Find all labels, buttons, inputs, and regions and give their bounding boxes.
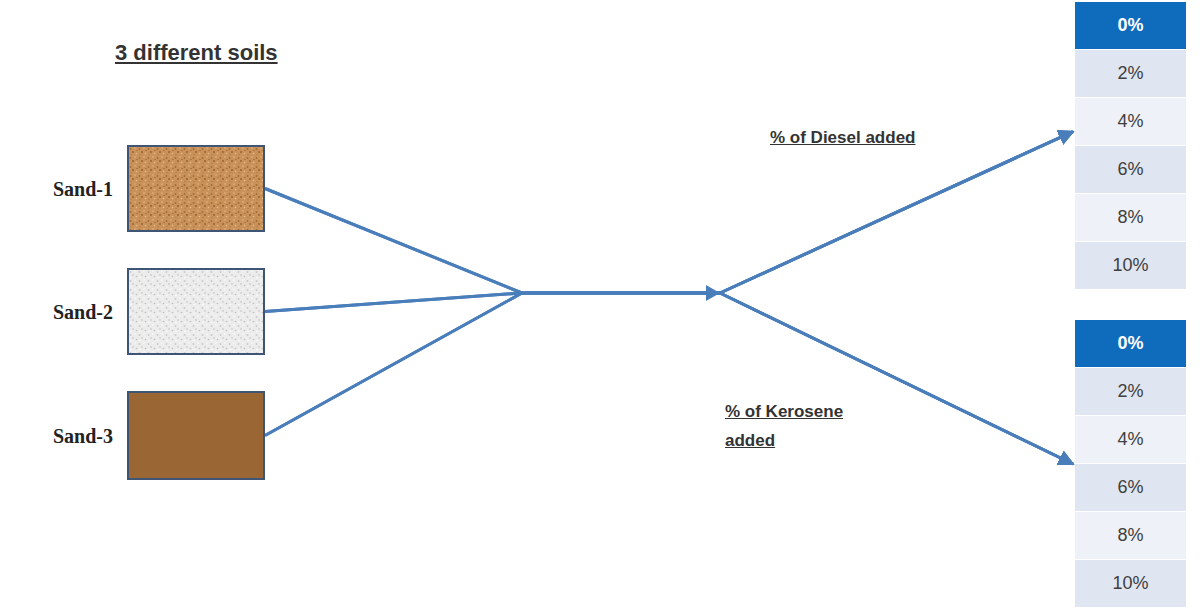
table-cell: 2% xyxy=(1075,50,1186,98)
table-cell: 10% xyxy=(1075,560,1186,608)
flow-arrow xyxy=(265,132,1073,436)
table-header-cell: 0% xyxy=(1075,2,1186,50)
branch-label: % of Diesel added xyxy=(770,124,915,153)
percent-table: 0%2%4%6%8%10% xyxy=(1075,2,1186,290)
branch-label: % of Kerosene added xyxy=(725,398,865,456)
table-cell: 8% xyxy=(1075,512,1186,560)
diagram-title: 3 different soils xyxy=(115,40,278,66)
soil-name: Sand-1 xyxy=(53,177,113,200)
soil-sample-box: Sand-2 xyxy=(127,268,265,355)
percent-table: 0%2%4%6%8%10% xyxy=(1075,320,1186,608)
table-cell: 8% xyxy=(1075,194,1186,242)
table-cell: 2% xyxy=(1075,368,1186,416)
table-cell: 6% xyxy=(1075,146,1186,194)
soil-texture xyxy=(129,147,263,230)
flow-arrow xyxy=(265,189,1073,465)
flow-arrow xyxy=(265,293,1073,464)
table-cell: 6% xyxy=(1075,464,1186,512)
flow-arrow xyxy=(265,293,1073,464)
table-header-cell: 0% xyxy=(1075,320,1186,368)
flow-arrow xyxy=(265,132,1073,312)
table-cell: 10% xyxy=(1075,242,1186,290)
soil-texture xyxy=(129,393,263,478)
table-cell: 4% xyxy=(1075,416,1186,464)
soil-sample-box: Sand-1 xyxy=(127,145,265,232)
soil-name: Sand-2 xyxy=(53,300,113,323)
soil-name: Sand-3 xyxy=(53,424,113,447)
soil-texture xyxy=(129,270,263,353)
soil-sample-box: Sand-3 xyxy=(127,391,265,480)
table-cell: 4% xyxy=(1075,98,1186,146)
flow-arrow xyxy=(265,132,1073,293)
